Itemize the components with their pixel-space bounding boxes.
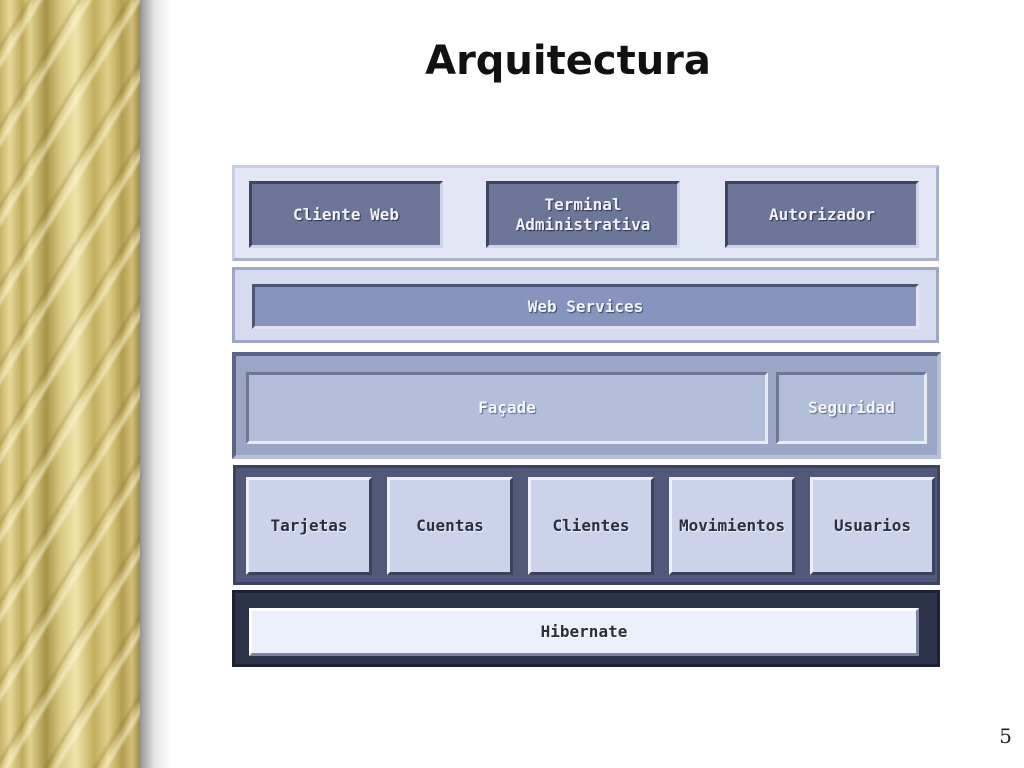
component-movimientos: Movimientos (669, 477, 795, 575)
slide-title: Arquitectura (425, 38, 711, 84)
component-terminal-administrativa: Terminal Administrativa (486, 181, 680, 248)
decorative-column (0, 0, 140, 768)
component-seguridad: Seguridad (776, 372, 927, 444)
component-web-services: Web Services (252, 284, 919, 329)
component-cuentas: Cuentas (387, 477, 513, 575)
column-shadow (140, 0, 172, 768)
component-cliente-web: Cliente Web (249, 181, 443, 248)
component-facade: Façade (246, 372, 768, 444)
component-hibernate: Hibernate (249, 608, 919, 656)
page-number: 5 (999, 724, 1012, 748)
component-autorizador: Autorizador (725, 181, 919, 248)
component-clientes: Clientes (528, 477, 654, 575)
component-usuarios: Usuarios (810, 477, 935, 575)
component-tarjetas: Tarjetas (246, 477, 372, 575)
